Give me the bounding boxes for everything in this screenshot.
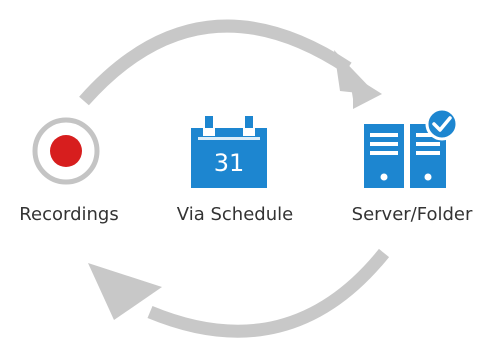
check-badge-icon (425, 107, 459, 141)
calendar-icon: 31 (191, 116, 267, 188)
server-folder-label: Server/Folder (351, 204, 473, 225)
record-icon (32, 117, 100, 185)
server-check-icon (364, 107, 459, 188)
recordings-label: Recordings (19, 204, 119, 225)
top-arc-arrow (79, 19, 382, 109)
via-schedule-label: Via Schedule (176, 204, 294, 225)
calendar-day-text: 31 (214, 149, 245, 177)
bottom-arc-arrow (88, 248, 390, 338)
